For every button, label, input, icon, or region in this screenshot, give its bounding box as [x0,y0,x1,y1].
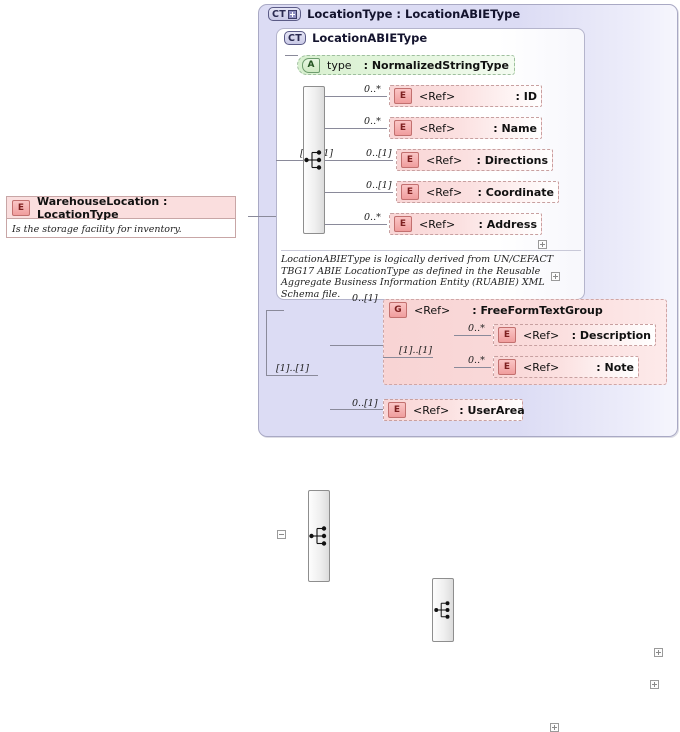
element-badge: E [498,327,516,343]
expand-icon[interactable] [550,272,560,281]
element-ref: <Ref> [419,89,456,103]
group-sequence-incoming-line [383,357,433,358]
element-cardinality: 0..[1] [366,180,392,191]
inner-complex-type-badge[interactable]: CT [284,31,307,45]
element-ref: <Ref> [523,328,560,342]
expand-icon[interactable] [550,723,559,732]
annotation-text: LocationABIEType is logically derived fr… [281,250,581,300]
group-sequence-cardinality: [1]..[1] [399,345,432,356]
inner-complex-type-title: LocationABIEType [312,31,428,45]
sequence-incoming-line [276,160,303,161]
element-name: : Description [571,328,651,342]
lower-sequence-bracket-line [266,310,267,376]
collapse-icon[interactable] [276,530,286,539]
group-header[interactable]: G <Ref> : FreeFormTextGroup [389,302,603,318]
attribute-type-row[interactable]: A type : NormalizedStringType [297,55,515,75]
complex-type-header: CT LocationType : LocationABIEType [268,7,520,21]
userarea-cardinality: 0..[1] [352,398,378,409]
element-badge: E [401,152,419,168]
complex-type-title: LocationType : LocationABIEType [307,7,521,21]
group-connector-line [330,345,383,346]
sequence-icon[interactable] [432,578,454,642]
element-line [325,96,387,97]
element-row[interactable]: E <Ref> : ID [389,85,542,107]
expand-icon[interactable] [538,240,547,249]
expand-icon[interactable] [649,680,659,689]
element-badge: E [394,216,412,232]
root-element-header: E WarehouseLocation : LocationType [7,194,235,221]
element-ref: <Ref> [426,153,463,167]
element-row[interactable]: E <Ref> : Name [389,117,542,139]
element-line [325,160,393,161]
complex-type-badge[interactable]: CT [268,7,302,21]
element-row[interactable]: E <Ref> : Address [389,213,542,235]
element-cardinality: 0..[1] [366,148,392,159]
element-name: : UserArea [459,403,525,417]
element-cardinality: 0..* [364,212,381,223]
group-ref: <Ref> [414,303,451,317]
attribute-badge: A [302,57,320,73]
element-badge: E [388,402,406,418]
attribute-type: : NormalizedStringType [363,58,509,72]
element-line [325,192,393,193]
sequence-icon[interactable] [303,86,325,234]
element-cardinality: 0..* [364,84,381,95]
element-line [454,367,491,368]
element-badge: E [394,120,412,136]
group-cardinality: 0..[1] [352,293,378,304]
expand-icon[interactable] [654,648,663,657]
element-cardinality: 0..* [468,323,485,334]
element-line [325,224,387,225]
lower-sequence-top-line [266,310,284,311]
root-element-box[interactable]: E WarehouseLocation : LocationType Is th… [6,194,236,239]
attribute-name: type [327,58,352,72]
element-ref: <Ref> [419,121,456,135]
attribute-connector-line [285,55,298,56]
element-row[interactable]: E <Ref> : UserArea [383,399,525,421]
userarea-connector-line [330,409,383,410]
group-name: : FreeFormTextGroup [472,303,603,317]
root-connector-line [248,216,276,217]
group-badge: G [389,302,407,318]
element-badge: E [394,88,412,104]
element-row[interactable]: E <Ref> : Coordinate [396,181,559,203]
element-row[interactable]: E <Ref> : Directions [396,149,553,171]
element-row[interactable]: E <Ref> : Note [493,356,639,378]
element-name: : Address [478,217,537,231]
element-cardinality: 0..* [364,116,381,127]
element-name: : Name [493,121,537,135]
element-badge: E [12,199,30,216]
sequence-glyph [309,526,327,546]
sequence-glyph [434,601,450,619]
element-cardinality: 0..* [468,355,485,366]
element-name: : Directions [476,153,549,167]
element-row[interactable]: E <Ref> : Description [493,324,656,346]
element-name: : Note [596,360,634,374]
sequence-icon[interactable] [308,490,330,582]
element-ref: <Ref> [413,403,450,417]
element-name: : ID [515,89,537,103]
lower-sequence-incoming-line [266,375,318,376]
element-ref: <Ref> [523,360,560,374]
element-ref: <Ref> [419,217,456,231]
root-element-title: WarehouseLocation : LocationType [37,194,168,221]
element-badge: E [401,184,419,200]
lower-sequence-cardinality: [1]..[1] [276,363,309,374]
element-badge: E [498,359,516,375]
sequence-glyph [304,150,322,170]
inner-complex-type-header: CT LocationABIEType [284,31,427,45]
element-ref: <Ref> [426,185,463,199]
element-line [454,335,491,336]
root-element-documentation: Is the storage facility for inventory. [7,218,235,239]
element-line [325,128,387,129]
element-name: : Coordinate [477,185,554,199]
